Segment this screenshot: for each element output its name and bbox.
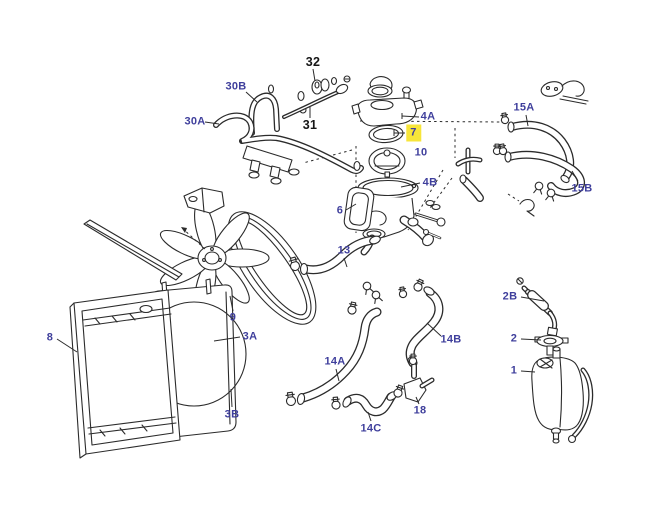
- gasket-7: [368, 124, 403, 143]
- hose-14b: [397, 277, 439, 363]
- part-label-18[interactable]: 18: [413, 404, 427, 417]
- tank-valve-2: [535, 336, 568, 356]
- part-label-8[interactable]: 8: [46, 331, 54, 344]
- part-label-30b[interactable]: 30B: [225, 80, 247, 93]
- leader-lines: [57, 69, 578, 421]
- hose-14c: [330, 383, 405, 411]
- hose-13: [287, 235, 383, 304]
- seal-strip: [84, 220, 182, 280]
- part-label-2b[interactable]: 2B: [502, 290, 518, 303]
- part-label-9[interactable]: 9: [229, 311, 237, 324]
- part-label-3a[interactable]: 3A: [242, 330, 258, 343]
- part-label-2[interactable]: 2: [510, 332, 518, 345]
- thermostat-cap: [368, 77, 411, 104]
- part-label-15b[interactable]: 15B: [571, 182, 593, 195]
- radiator: [70, 290, 180, 458]
- hose-15a: [499, 112, 570, 184]
- hose-14a: [284, 301, 377, 407]
- t-fitting: [458, 143, 502, 198]
- part-label-7-highlighted[interactable]: 7: [406, 124, 422, 142]
- part-label-14a[interactable]: 14A: [324, 355, 346, 368]
- connector-18: [404, 353, 432, 402]
- bracket-top-right: [540, 80, 588, 104]
- expansion-tank: [532, 347, 591, 443]
- heater-pipes-30: [216, 85, 361, 184]
- part-label-6[interactable]: 6: [336, 204, 344, 217]
- part-label-3b[interactable]: 3B: [224, 408, 240, 421]
- gasket-6: [343, 186, 375, 231]
- part-label-14b[interactable]: 14B: [440, 333, 462, 346]
- part-label-14c[interactable]: 14C: [360, 422, 382, 435]
- upper-bracket: [184, 188, 224, 213]
- part-label-10[interactable]: 10: [414, 146, 428, 159]
- part-label-30a[interactable]: 30A: [184, 115, 206, 128]
- pipe-31: [284, 76, 350, 117]
- clip-lower-right: [520, 200, 534, 217]
- part-label-4b[interactable]: 4B: [422, 176, 438, 189]
- thermostat-10: [369, 148, 405, 177]
- clip-32: [312, 79, 329, 94]
- part-label-32[interactable]: 32: [305, 54, 321, 69]
- part-label-13[interactable]: 13: [337, 244, 351, 257]
- part-label-15a[interactable]: 15A: [513, 101, 535, 114]
- small-fasteners: [408, 201, 445, 239]
- hose-2b: [517, 278, 558, 336]
- part-label-4a[interactable]: 4A: [420, 110, 436, 123]
- part-label-31[interactable]: 31: [302, 117, 318, 132]
- hose-15b: [497, 143, 581, 202]
- part-label-1[interactable]: 1: [510, 364, 518, 377]
